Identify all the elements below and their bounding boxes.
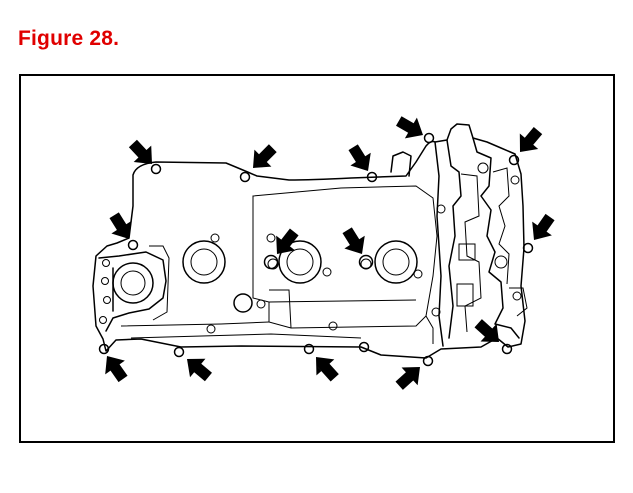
arrow-14 [470,314,508,351]
bolt-11 [173,346,185,358]
cylinder-head-cover-diagram [92,110,560,395]
bolt-15 [501,343,513,355]
illustration-frame [19,74,615,443]
bolt-1 [150,163,162,175]
arrow-4 [392,110,429,146]
cover-inner-panel [252,185,438,329]
arrow-11 [179,349,217,387]
arrow-9 [524,210,560,247]
bolt-9 [522,242,534,254]
arrow-5 [510,122,548,160]
cover-outline [92,123,526,359]
bolt-13 [358,341,370,353]
bolt-7 [263,254,279,270]
bolt-locations [98,132,534,367]
cover-lower-rail [120,321,362,339]
spark-plug-hole-3 [360,240,423,284]
spark-plug-hole-2 [266,233,332,284]
spark-plug-hole-1 [182,233,226,284]
bolt-2 [239,171,251,183]
figure-title: Figure 28. [18,27,120,50]
bolt-5 [508,154,520,166]
bolt-8 [358,254,374,270]
cover-inner-ridge [268,289,434,344]
arrow-2 [244,139,282,177]
left-port-housing [98,251,167,332]
left-port [112,262,154,304]
bolt-4 [423,132,435,144]
bolt-12 [303,343,315,355]
bolt-6 [127,239,139,251]
breather-stub [390,151,412,177]
bolt-3 [366,171,378,183]
arrow-1 [124,135,161,173]
arrow-13 [391,358,429,395]
bolt-10 [98,343,110,355]
bolt-14 [422,355,434,367]
arrow-12 [307,348,344,386]
arrow-10 [97,349,133,386]
boss-left [233,293,253,313]
timing-side-housing [434,137,520,347]
